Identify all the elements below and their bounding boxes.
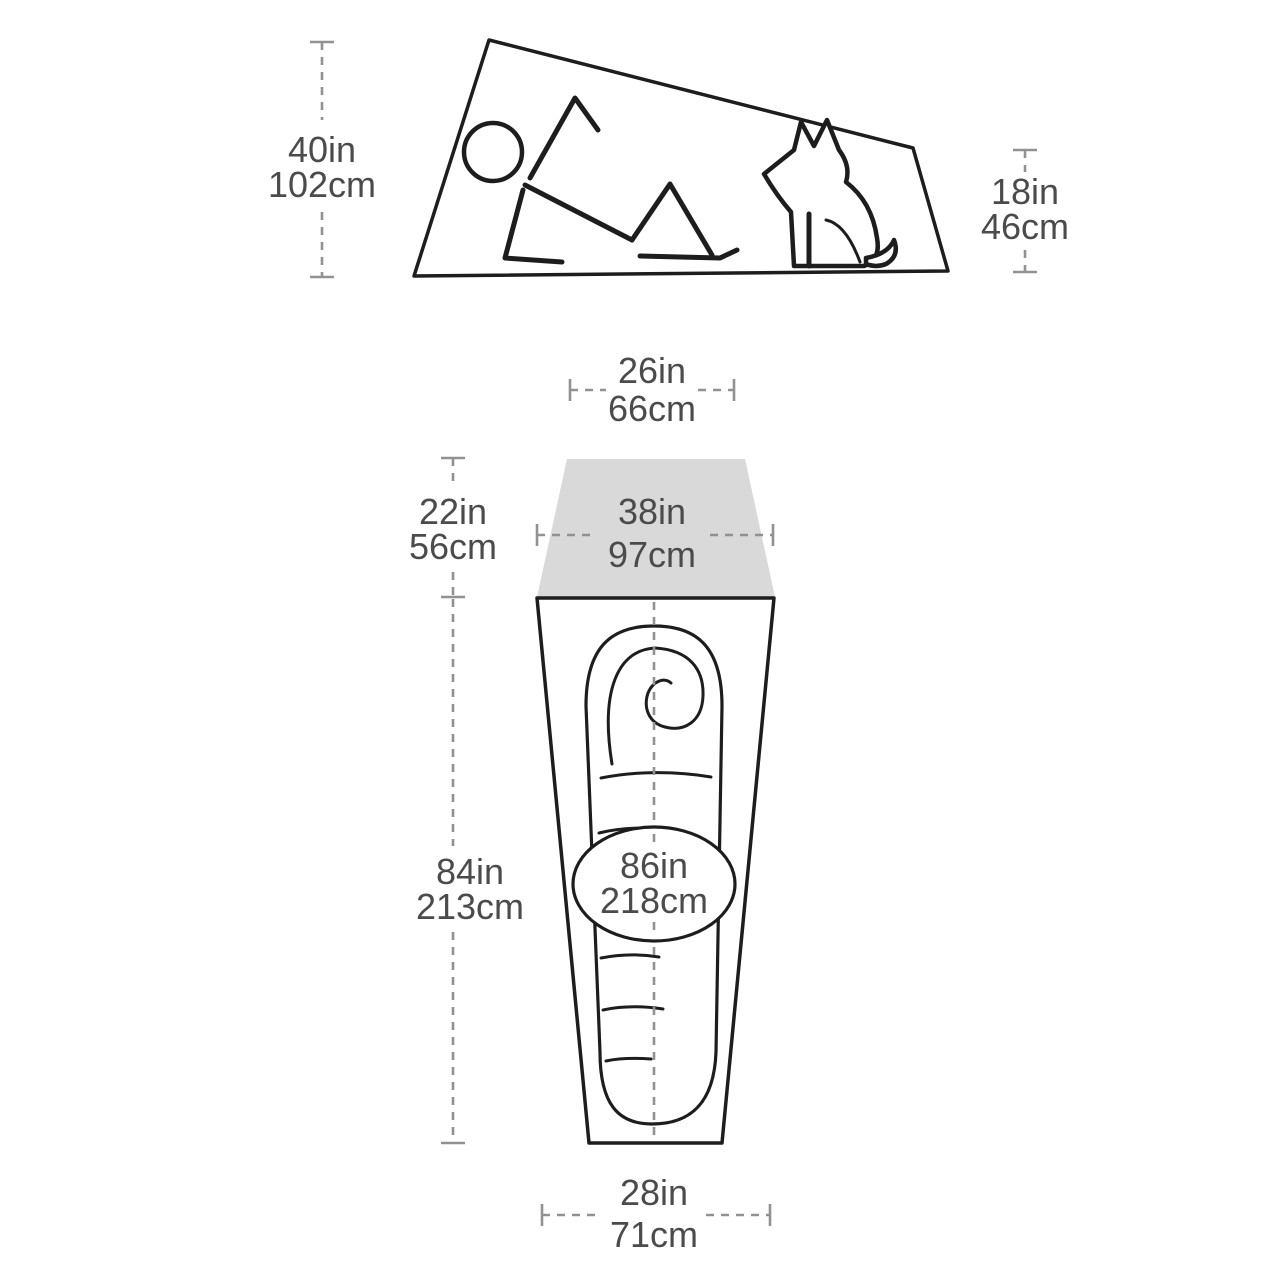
seam-line	[601, 1005, 665, 1012]
dimension-foot-width: 28in 71cm	[540, 1172, 772, 1255]
person-head	[461, 120, 525, 184]
seam-line	[599, 953, 661, 960]
dog-figure	[761, 117, 898, 269]
dimension-rear-height: 18in 46cm	[981, 148, 1069, 274]
side-view: 40in 102cm 18in 46cm	[268, 38, 1069, 279]
sleeping-bag-hood	[606, 646, 705, 766]
person-extended-leg	[637, 247, 740, 261]
dimension-vestibule-depth: 22in 56cm	[409, 456, 497, 599]
person-figure	[461, 95, 740, 265]
foot-width-cm-label: 71cm	[610, 1214, 698, 1255]
bag-length-inches-label: 86in	[620, 845, 688, 886]
floor-length-inches-label: 84in	[436, 851, 504, 892]
person-support-arm	[502, 187, 565, 265]
head-width-cm-label: 97cm	[608, 534, 696, 575]
dog-haunch	[824, 218, 862, 264]
head-top-width-inches-label: 26in	[618, 350, 686, 391]
bag-length-callout: 86in 218cm	[571, 825, 737, 943]
seam-line	[599, 771, 713, 780]
person-bent-leg	[629, 181, 715, 258]
dimension-head-width: 38in 97cm	[535, 491, 775, 575]
dimension-head-top-width: 26in 66cm	[568, 350, 736, 429]
peak-height-inches-label: 40in	[288, 129, 356, 170]
person-raised-arm	[527, 95, 601, 181]
dimension-peak-height: 40in 102cm	[268, 40, 376, 279]
rear-height-inches-label: 18in	[991, 171, 1059, 212]
bag-length-cm-label: 218cm	[600, 880, 708, 921]
floor-length-cm-label: 213cm	[416, 886, 524, 927]
dog-tail	[863, 237, 898, 269]
floor-plan: 26in 66cm 38in 97cm 22in 56cm	[409, 350, 776, 1255]
bag-length-ellipse	[571, 825, 737, 943]
head-width-inches-label: 38in	[618, 491, 686, 532]
dimension-floor-length: 84in 213cm	[416, 599, 524, 1145]
head-top-width-cm-label: 66cm	[608, 388, 696, 429]
vestibule-depth-cm-label: 56cm	[409, 526, 497, 567]
rear-height-cm-label: 46cm	[981, 206, 1069, 247]
vestibule-depth-inches-label: 22in	[419, 491, 487, 532]
vestibule-area	[537, 459, 775, 597]
dog-body	[761, 117, 880, 269]
foot-width-inches-label: 28in	[620, 1172, 688, 1213]
person-torso	[522, 182, 635, 243]
seam-line	[604, 1056, 653, 1063]
peak-height-cm-label: 102cm	[268, 164, 376, 205]
